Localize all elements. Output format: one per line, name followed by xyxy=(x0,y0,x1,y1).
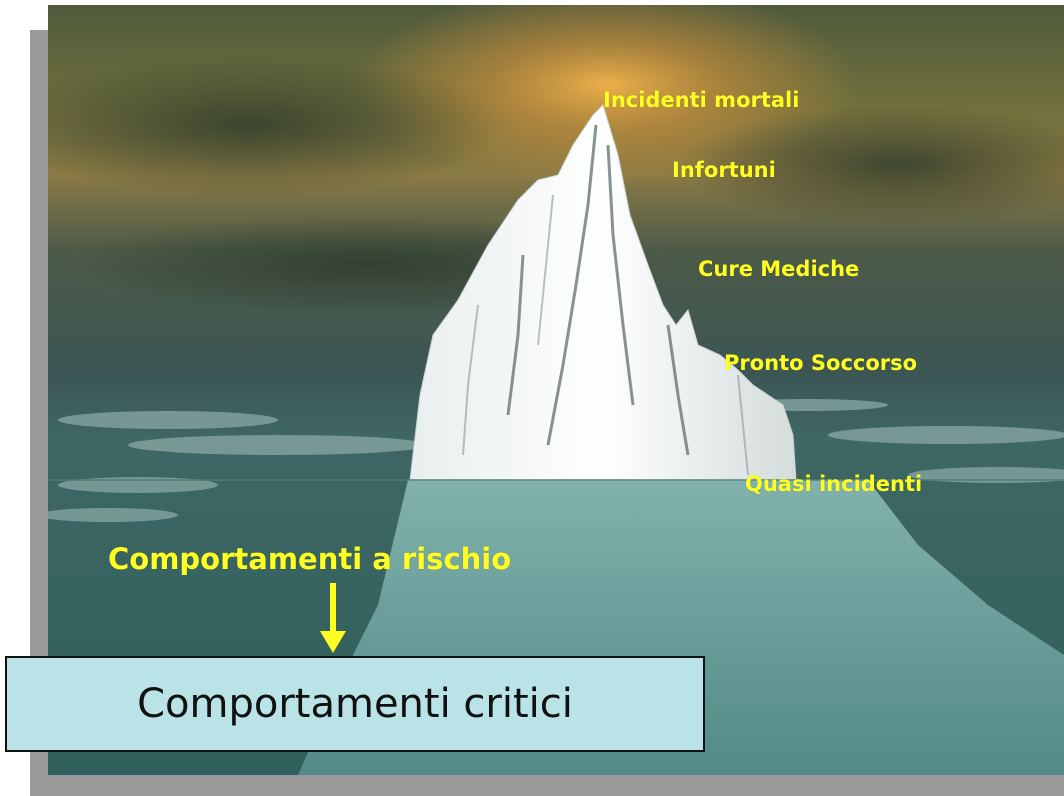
level-cure-mediche: Cure Mediche xyxy=(698,257,859,281)
level-quasi-incidenti: Quasi incidenti xyxy=(745,472,922,496)
comportamenti-a-rischio-label: Comportamenti a rischio xyxy=(108,542,511,576)
arrow-down-icon xyxy=(320,583,346,655)
level-infortuni: Infortuni xyxy=(672,158,776,182)
level-incidenti-mortali: Incidenti mortali xyxy=(603,88,799,112)
level-pronto-soccorso: Pronto Soccorso xyxy=(724,351,917,375)
comportamenti-critici-box: Comportamenti critici xyxy=(5,656,705,752)
comportamenti-critici-text: Comportamenti critici xyxy=(137,681,573,727)
